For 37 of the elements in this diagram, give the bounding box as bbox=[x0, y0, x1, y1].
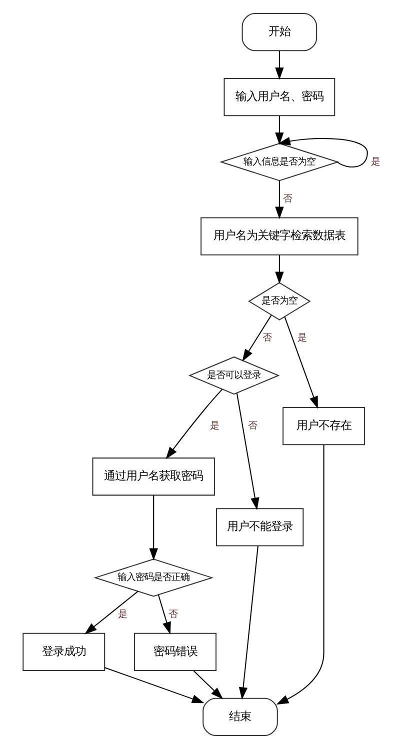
node-diamond: 输入信息是否为空 bbox=[218, 142, 339, 181]
edge-label: 是 bbox=[209, 420, 218, 431]
node-box: 用户不能登录 bbox=[216, 508, 304, 546]
arrow bbox=[274, 180, 284, 219]
arrow bbox=[284, 316, 318, 408]
edge-label: 否 bbox=[248, 420, 257, 431]
edge-label: 是 bbox=[297, 332, 306, 344]
node-diamond: 是否可以登录 bbox=[188, 356, 280, 394]
arrow bbox=[157, 594, 170, 634]
node-box: 密码错误 bbox=[134, 632, 216, 671]
node-diamond: 是否为空 bbox=[248, 282, 310, 320]
node-box: 通过用户名获取密码 bbox=[92, 457, 214, 496]
arrow bbox=[274, 254, 284, 284]
edge-label: 是 bbox=[370, 156, 380, 167]
node-box: 输入用户名、密码 bbox=[223, 77, 335, 116]
arrow bbox=[238, 545, 258, 700]
edge-label: 否 bbox=[168, 608, 178, 620]
arrow bbox=[104, 666, 204, 703]
edge-label: 否 bbox=[282, 192, 292, 204]
arrow bbox=[148, 494, 158, 560]
arrow bbox=[236, 392, 259, 510]
arrow bbox=[192, 670, 223, 699]
node-box: 登录成功 bbox=[22, 632, 105, 671]
arrow bbox=[277, 136, 368, 167]
node-box: 开始 bbox=[241, 12, 317, 51]
edge-label: 是 bbox=[118, 608, 127, 620]
node-box: 用户名为关键字检索数据表 bbox=[200, 216, 358, 255]
node-box: 用户不存在 bbox=[282, 406, 365, 445]
node-box: 结束 bbox=[202, 697, 278, 736]
arrow bbox=[242, 314, 272, 362]
arrow bbox=[165, 388, 222, 459]
arrow bbox=[274, 115, 284, 144]
edge-label: 否 bbox=[262, 332, 272, 344]
arrow bbox=[276, 444, 324, 704]
arrow bbox=[84, 590, 138, 634]
arrow bbox=[274, 50, 284, 80]
node-diamond: 输入密码是否正确 bbox=[93, 558, 214, 596]
